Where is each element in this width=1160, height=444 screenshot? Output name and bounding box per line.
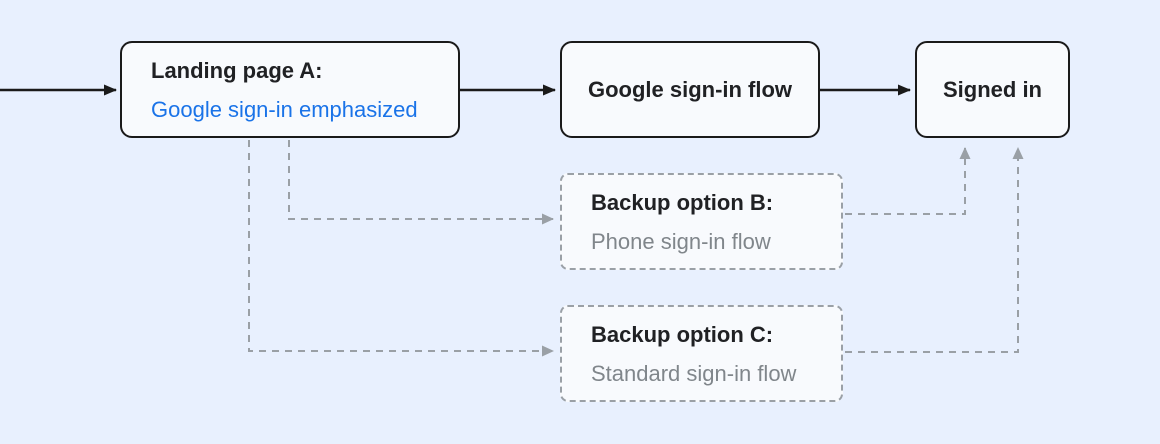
- node-google-sign-in-flow: Google sign-in flow: [560, 41, 820, 138]
- node-signed-in: Signed in: [915, 41, 1070, 138]
- arrow-landing-to-backup-b: [288, 140, 554, 225]
- node-backup-c-subtitle: Standard sign-in flow: [591, 360, 797, 386]
- node-backup-c-title: Backup option C:: [591, 321, 774, 347]
- node-landing-subtitle: Google sign-in emphasized: [151, 96, 418, 122]
- arrow-backup-b-to-signed: [845, 147, 971, 215]
- node-signed-label: Signed in: [943, 77, 1042, 102]
- node-landing-title: Landing page A:: [151, 57, 323, 83]
- node-backup-option-b: Backup option B: Phone sign-in flow: [560, 173, 843, 270]
- arrow-backup-c-to-signed: [845, 147, 1024, 353]
- arrow-landing-to-backup-c: [248, 140, 554, 357]
- node-backup-option-c: Backup option C: Standard sign-in flow: [560, 305, 843, 402]
- node-backup-b-title: Backup option B:: [591, 189, 774, 215]
- node-backup-b-subtitle: Phone sign-in flow: [591, 228, 771, 254]
- node-google-label: Google sign-in flow: [587, 77, 793, 102]
- node-landing-page-a: Landing page A: Google sign-in emphasize…: [120, 41, 460, 138]
